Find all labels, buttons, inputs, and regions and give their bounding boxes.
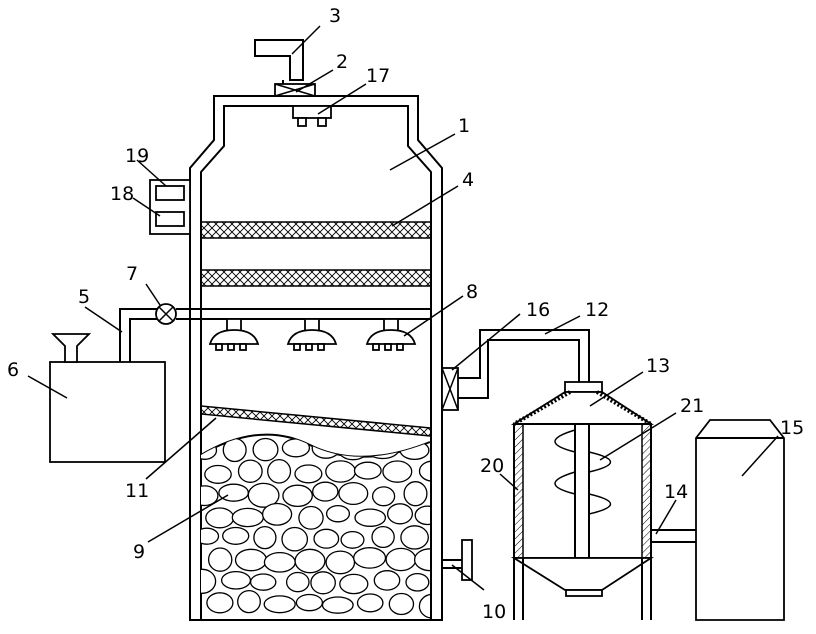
mesh-layer-upper: [201, 222, 431, 238]
stone: [354, 548, 386, 568]
stone: [389, 594, 413, 615]
stone: [401, 526, 428, 549]
callout-1: 1: [458, 115, 470, 137]
callout-20: 20: [480, 455, 504, 477]
callout-13: 13: [646, 355, 670, 377]
stone: [383, 461, 412, 482]
spray-pipe: [176, 309, 431, 319]
stone: [415, 549, 446, 571]
callout-6: 6: [7, 359, 19, 381]
callout-8: 8: [466, 281, 478, 303]
callout-15: 15: [780, 417, 804, 439]
callout-9: 9: [133, 541, 145, 563]
top-outlet-pipe: [255, 40, 303, 84]
separator-vessel: [514, 382, 651, 620]
callout-2: 2: [336, 51, 348, 73]
stone-packing: [189, 435, 446, 618]
stone: [323, 597, 354, 613]
callout-16: 16: [526, 299, 550, 321]
stone: [314, 529, 339, 548]
callout-11: 11: [125, 480, 149, 502]
stone: [373, 487, 395, 506]
stone: [254, 527, 276, 549]
stone: [223, 528, 249, 545]
side-outlet-valve: [442, 368, 458, 410]
stone: [295, 465, 322, 483]
stone: [209, 548, 232, 571]
stone: [326, 551, 354, 574]
drain-valve: [442, 540, 472, 580]
callout-14: 14: [664, 481, 688, 503]
stone: [374, 571, 399, 590]
stone: [406, 574, 429, 591]
callout-12: 12: [585, 299, 609, 321]
stone: [358, 594, 383, 612]
spray-nozzle: [288, 319, 336, 350]
callout-4: 4: [462, 169, 474, 191]
spray-nozzle: [210, 319, 258, 350]
stone: [239, 460, 263, 482]
supply-pipe: [120, 309, 160, 362]
callout-17: 17: [366, 65, 390, 87]
stone: [189, 569, 216, 593]
stone: [264, 553, 295, 572]
stone: [355, 509, 385, 526]
stone: [236, 549, 267, 570]
stone: [415, 506, 439, 524]
stone: [238, 591, 261, 613]
control-panel: [150, 180, 190, 234]
stone: [311, 572, 335, 594]
stone: [340, 574, 368, 593]
stone: [222, 572, 251, 589]
stone: [312, 438, 340, 458]
stone: [295, 549, 325, 572]
stone: [313, 482, 338, 501]
callout-3: 3: [329, 5, 341, 27]
collector-tank: [696, 420, 784, 620]
stone: [251, 574, 276, 590]
stone: [264, 596, 295, 613]
stone: [282, 439, 309, 457]
spray-nozzle: [367, 319, 415, 350]
stone: [283, 485, 312, 506]
stone: [253, 439, 278, 461]
water-tank: [50, 334, 165, 462]
stone: [299, 507, 323, 530]
stone: [327, 506, 350, 522]
stone: [355, 462, 382, 479]
stone: [195, 528, 219, 544]
stone: [372, 527, 394, 548]
stone: [388, 504, 413, 524]
stone: [282, 528, 307, 551]
stone: [341, 532, 364, 549]
stone: [232, 508, 263, 526]
stone: [386, 548, 416, 570]
callout-19: 19: [125, 145, 149, 167]
stone: [326, 461, 356, 482]
spray-nozzles: [210, 319, 415, 350]
stone: [263, 504, 292, 526]
stone: [206, 508, 234, 528]
stone: [287, 573, 309, 592]
stone: [193, 441, 216, 459]
stone: [296, 595, 322, 611]
pump-valve: [156, 304, 176, 324]
stone: [339, 483, 368, 505]
callout-7: 7: [126, 263, 138, 285]
top-valve: [275, 84, 315, 96]
stone: [268, 460, 291, 483]
callout-10: 10: [482, 601, 506, 623]
mesh-layer-lower: [201, 270, 431, 286]
stone: [219, 484, 248, 501]
inclined-filter-plate: [201, 406, 431, 436]
stone: [404, 482, 427, 506]
callout-5: 5: [78, 286, 90, 308]
stone: [207, 593, 233, 613]
callout-21: 21: [680, 395, 704, 417]
stone: [205, 466, 231, 484]
callout-18: 18: [110, 183, 134, 205]
